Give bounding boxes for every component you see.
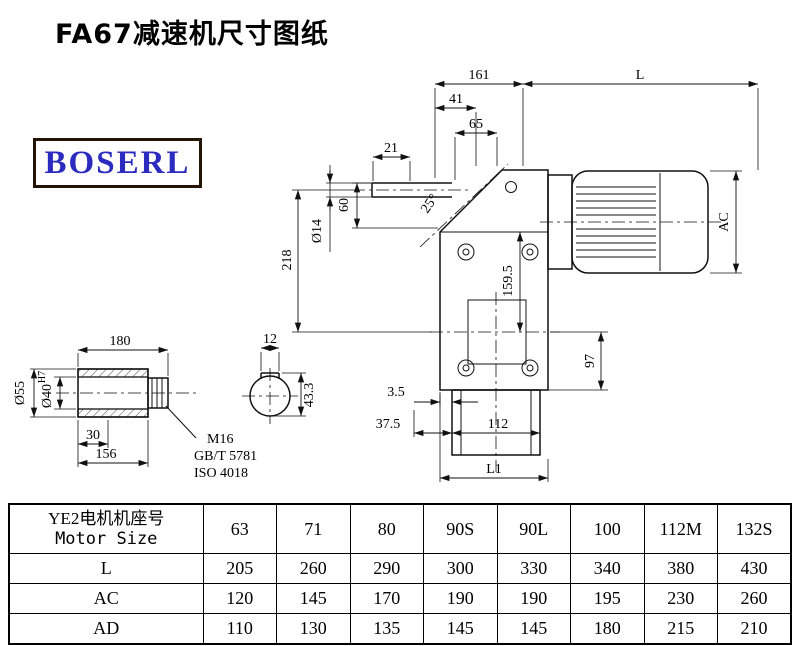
motor-size-header-en: Motor Size: [55, 529, 158, 549]
cell-AC-80: 170: [349, 583, 424, 614]
dim-156: 156: [96, 447, 117, 462]
dim-97: 97: [583, 354, 598, 368]
dim-218: 218: [280, 250, 295, 271]
cell-AD-112m: 215: [643, 613, 718, 645]
cell-L-90s: 300: [423, 553, 498, 584]
dim-angle-25: 25°: [418, 192, 442, 217]
cell-AD-132s: 210: [717, 613, 792, 645]
cell-AC-100: 195: [570, 583, 645, 614]
frame-size-71: 71: [276, 503, 351, 554]
table-row-AD: AD 110 130 135 145 145 180 215 210: [8, 613, 792, 645]
cell-AC-90l: 190: [496, 583, 571, 614]
dim-dia14: Ø14: [310, 219, 325, 243]
dim-dia40: Ø40: [40, 384, 55, 408]
cell-AC-90s: 190: [423, 583, 498, 614]
brand-logo-text: BOSERL: [44, 144, 191, 181]
row-label-AC: AC: [8, 583, 204, 614]
dim-dia40-tolerance: H7: [37, 371, 48, 383]
dim-37-5: 37.5: [376, 417, 401, 432]
cell-AD-63: 110: [202, 613, 277, 645]
dimension-annotations: 161 L 41 65 21 60: [280, 68, 759, 482]
dim-21: 21: [384, 141, 398, 156]
label-iso-4018: ISO 4018: [194, 466, 248, 481]
frame-size-80: 80: [349, 503, 424, 554]
dim-dia55: Ø55: [13, 381, 28, 405]
cell-AC-71: 145: [276, 583, 351, 614]
cell-L-80: 290: [349, 553, 424, 584]
cell-AC-112m: 230: [643, 583, 718, 614]
row-label-L: L: [8, 553, 204, 584]
cell-AD-90l: 145: [496, 613, 571, 645]
dim-161: 161: [469, 68, 490, 83]
cell-L-71: 260: [276, 553, 351, 584]
dim-AC: AC: [717, 212, 732, 231]
cell-L-100: 340: [570, 553, 645, 584]
shaft-detail-view: 180 Ø55 Ø40 H7 30 156 M16 GB/T 5781 ISO …: [13, 334, 257, 481]
motor-fins: [576, 186, 656, 258]
table-row-L: L 205 260 290 300 330 340 380 430: [8, 553, 792, 584]
dim-12: 12: [263, 332, 277, 347]
dim-30: 30: [86, 428, 100, 443]
dim-159-5: 159.5: [501, 265, 516, 297]
brand-logo: BOSERL: [33, 138, 202, 188]
motor-side-view: [540, 170, 722, 274]
dim-112: 112: [488, 417, 508, 432]
label-m16: M16: [207, 432, 233, 447]
cell-AC-132s: 260: [717, 583, 792, 614]
cell-AC-63: 120: [202, 583, 277, 614]
dim-41: 41: [449, 92, 463, 107]
cell-AD-90s: 145: [423, 613, 498, 645]
label-gbt-5781: GB/T 5781: [194, 449, 257, 464]
dim-3-5: 3.5: [387, 385, 405, 400]
gearbox-front-view: [352, 163, 560, 472]
frame-size-90l: 90L: [496, 503, 571, 554]
frame-size-100: 100: [570, 503, 645, 554]
frame-size-63: 63: [202, 503, 277, 554]
frame-size-90s: 90S: [423, 503, 498, 554]
page-title: FA67减速机尺寸图纸: [55, 19, 329, 50]
motor-dimension-table: YE2电机机座号 Motor Size 63 71 80 90S 90L 100…: [8, 503, 792, 645]
cell-L-63: 205: [202, 553, 277, 584]
frame-size-112m: 112M: [643, 503, 718, 554]
dim-43-3: 43.3: [302, 383, 317, 408]
cell-AD-80: 135: [349, 613, 424, 645]
dim-60: 60: [337, 198, 352, 212]
dim-65: 65: [469, 117, 483, 132]
technical-drawing: 161 L 41 65 21 60: [13, 68, 759, 482]
cell-L-132s: 430: [717, 553, 792, 584]
cell-L-90l: 330: [496, 553, 571, 584]
cell-AD-71: 130: [276, 613, 351, 645]
cell-AD-100: 180: [570, 613, 645, 645]
motor-size-header-cn: YE2电机机座号: [48, 509, 165, 528]
row-label-AD: AD: [8, 613, 204, 645]
dim-L: L: [636, 68, 645, 83]
cell-L-112m: 380: [643, 553, 718, 584]
table-header-row: YE2电机机座号 Motor Size 63 71 80 90S 90L 100…: [8, 503, 792, 554]
motor-size-header-cell: YE2电机机座号 Motor Size: [8, 503, 204, 554]
frame-size-132s: 132S: [717, 503, 792, 554]
shaft-cross-section: 12 43.3: [242, 332, 317, 424]
table-row-AC: AC 120 145 170 190 190 195 230 260: [8, 583, 792, 614]
dim-L1: L1: [486, 462, 502, 477]
dim-180: 180: [110, 334, 131, 349]
